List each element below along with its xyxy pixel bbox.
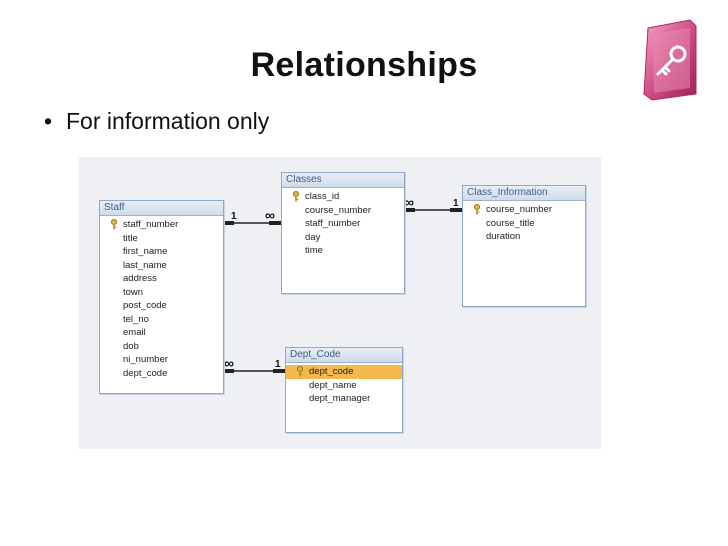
- key-icon: [297, 366, 303, 377]
- field-row[interactable]: duration: [463, 230, 585, 244]
- bullet-marker: •: [44, 108, 53, 134]
- field-name: title: [123, 232, 138, 244]
- field-row[interactable]: dept_code: [286, 365, 402, 379]
- field-row[interactable]: ni_number: [100, 353, 223, 367]
- field-row[interactable]: class_id: [282, 190, 404, 204]
- relationship-end: [222, 369, 234, 373]
- field-name: course_title: [486, 217, 535, 229]
- table-classes[interactable]: Classes class_id course_number staff_numbe…: [281, 172, 405, 294]
- table-title[interactable]: Dept_Code: [286, 348, 402, 363]
- field-row[interactable]: title: [100, 232, 223, 246]
- table-dept-code[interactable]: Dept_Code dept_code dept_name dept_manager: [285, 347, 403, 433]
- field-name: address: [123, 273, 157, 284]
- field-name: day: [305, 231, 321, 243]
- field-row[interactable]: dob: [100, 340, 223, 354]
- field-row[interactable]: course_number: [463, 203, 585, 217]
- relationship-end: [403, 208, 415, 212]
- field-name: tel_no: [123, 313, 149, 325]
- field-name: dob: [123, 340, 139, 352]
- field-row[interactable]: dept_manager: [286, 392, 402, 406]
- relationship-end: [269, 221, 281, 225]
- field-name: post_code: [123, 300, 167, 311]
- field-row[interactable]: town: [100, 286, 223, 300]
- field-name: course_number: [486, 204, 553, 215]
- key-icon: [111, 219, 117, 230]
- field-name: course_number: [305, 204, 372, 216]
- field-name: first_name: [123, 246, 168, 257]
- field-row[interactable]: dept_name: [286, 379, 402, 393]
- field-row[interactable]: first_name: [100, 245, 223, 259]
- table-title[interactable]: Class_Information: [463, 186, 585, 201]
- field-row[interactable]: address: [100, 272, 223, 286]
- table-class-information[interactable]: Class_Information course_number course_ti…: [462, 185, 586, 307]
- slide-title: Relationships: [250, 46, 478, 84]
- field-name: email: [123, 327, 146, 338]
- field-name: dept_name: [309, 379, 357, 391]
- one-label: 1: [275, 359, 281, 370]
- field-row[interactable]: last_name: [100, 259, 223, 273]
- field-name: town: [123, 286, 144, 298]
- table-title[interactable]: Staff: [100, 201, 223, 216]
- many-label: ∞: [404, 194, 414, 210]
- relationship-end: [450, 208, 462, 212]
- relationship-end: [222, 221, 234, 225]
- one-label: 1: [231, 211, 237, 222]
- field-row[interactable]: email: [100, 326, 223, 340]
- field-name: last_name: [123, 259, 167, 271]
- field-name: staff_number: [305, 218, 361, 229]
- field-name: staff_number: [123, 219, 179, 230]
- relationship-end: [273, 369, 285, 373]
- field-name: time: [305, 245, 323, 256]
- key-icon: [474, 204, 480, 215]
- many-label: ∞: [265, 207, 275, 223]
- bullet-text: For information only: [66, 108, 270, 134]
- field-row[interactable]: day: [282, 231, 404, 245]
- field-row[interactable]: dept_code: [100, 367, 223, 381]
- table-title[interactable]: Classes: [282, 173, 404, 188]
- key-icon: [293, 191, 299, 202]
- field-name: duration: [486, 231, 521, 242]
- field-name: dept_code: [309, 366, 354, 377]
- field-row[interactable]: post_code: [100, 299, 223, 313]
- field-row[interactable]: staff_number: [100, 218, 223, 232]
- access-logo-icon: [643, 19, 697, 101]
- field-name: dept_code: [123, 367, 168, 379]
- field-row[interactable]: tel_no: [100, 313, 223, 327]
- bullet-item: • For information only: [44, 108, 269, 135]
- relationship-lines: 1 ∞ 1 ∞ 1 ∞: [222, 194, 462, 373]
- many-label: ∞: [224, 355, 234, 371]
- field-row[interactable]: course_title: [463, 217, 585, 231]
- one-label: 1: [453, 198, 459, 209]
- field-name: class_id: [305, 191, 340, 202]
- field-row[interactable]: time: [282, 244, 404, 258]
- field-name: ni_number: [123, 354, 168, 365]
- field-row[interactable]: course_number: [282, 204, 404, 218]
- field-row[interactable]: staff_number: [282, 217, 404, 231]
- field-name: dept_manager: [309, 393, 371, 404]
